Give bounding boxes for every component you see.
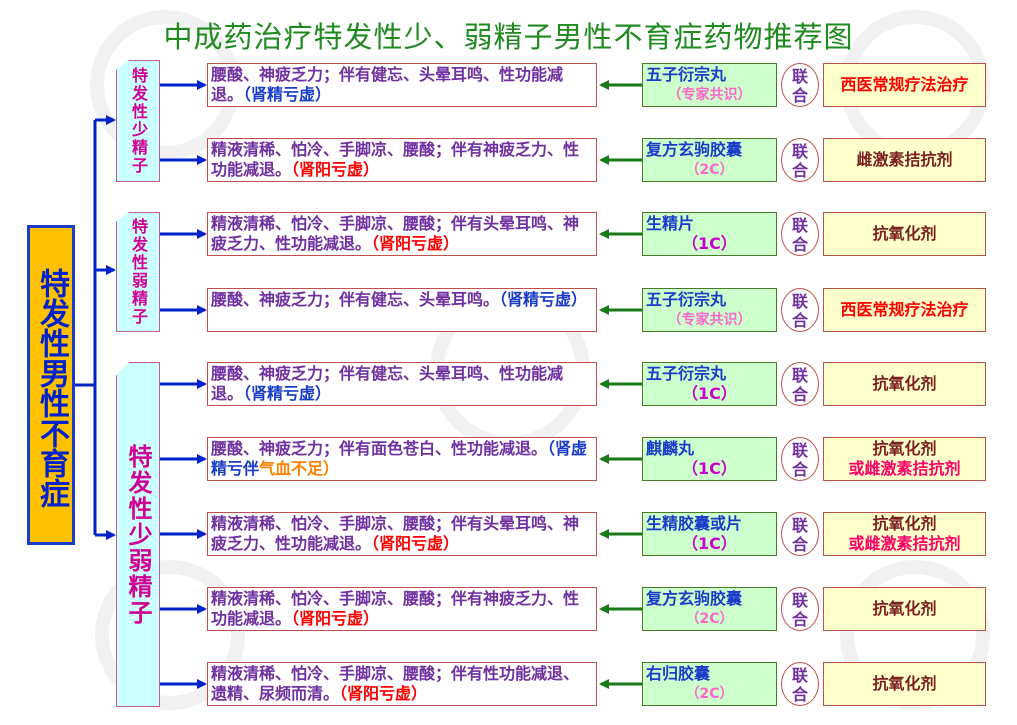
symptom-text: 腰酸、神疲乏力；伴有健忘、头晕耳鸣、性功能减退。 (211, 364, 564, 403)
drug-name: 生精片 (646, 214, 695, 233)
syndrome-tag-extra: 气血不足） (259, 459, 340, 478)
drug-name: 五子衍宗丸 (646, 290, 727, 309)
drug-name: 复方玄驹胶囊 (646, 589, 743, 608)
syndrome-tag: （肾阳亏虚） (371, 234, 460, 253)
page-title: 中成药治疗特发性少、弱精子男性不育症药物推荐图 (163, 20, 854, 54)
western-treatment-box: 抗氧化剂或雌激素拮抗剂 (823, 437, 986, 481)
syndrome-tag: （肾虚精亏伴 (211, 439, 588, 478)
combine-badge: 联合 (781, 138, 819, 182)
symptom-box: 精液清稀、怕冷、手脚凉、腰酸；伴有头晕耳鸣、神疲乏力、性功能减退。（肾阳亏虚） (207, 512, 597, 556)
evidence-level: （1C） (682, 234, 737, 253)
symptom-box: 精液清稀、怕冷、手脚凉、腰酸；伴有头晕耳鸣、神疲乏力、性功能减退。（肾阳亏虚） (207, 212, 597, 256)
western-treatment-box: 抗氧化剂 (823, 587, 986, 631)
western-treatment-text: 抗氧化剂 (872, 374, 937, 393)
western-treatment-box: 抗氧化剂 (823, 662, 986, 706)
syndrome-tag: （肾精亏虚） (243, 384, 332, 403)
drug-name: 麒麟丸 (646, 439, 695, 458)
symptom-box: 腰酸、神疲乏力；伴有健忘、头晕耳鸣。（肾精亏虚） (207, 288, 597, 332)
symptom-box: 腰酸、神疲乏力；伴有面色苍白、性功能减退。（肾虚精亏伴气血不足） (207, 437, 597, 481)
syndrome-tag: （肾阳亏虚） (291, 160, 380, 179)
evidence-level: （1C） (682, 534, 737, 553)
western-treatment-text: 抗氧化剂 (872, 439, 937, 458)
combine-badge: 联合 (781, 512, 819, 556)
drug-name: 右归胶囊 (646, 664, 711, 683)
western-treatment-text: 雌激素拮抗剂 (856, 150, 953, 169)
drug-box: 麒麟丸（1C） (642, 437, 777, 481)
drug-box: 五子衍宗丸（1C） (642, 362, 777, 406)
evidence-level: （2C） (685, 686, 734, 702)
symptom-box: 腰酸、神疲乏力；伴有健忘、头晕耳鸣、性功能减退。（肾精亏虚） (207, 63, 597, 107)
syndrome-tag: （肾阳亏虚） (291, 609, 380, 628)
evidence-level: （2C） (685, 611, 734, 627)
evidence-level: （专家共识） (667, 312, 752, 328)
western-treatment-box: 抗氧化剂 (823, 212, 986, 256)
drug-name: 五子衍宗丸 (646, 65, 727, 84)
syndrome-tag: （肾阳亏虚） (339, 684, 428, 703)
evidence-level: （2C） (685, 162, 734, 178)
symptom-box: 精液清稀、怕冷、手脚凉、腰酸；伴有神疲乏力、性功能减退。（肾阳亏虚） (207, 587, 597, 631)
combine-badge: 联合 (781, 587, 819, 631)
western-treatment-alt: 或雌激素拮抗剂 (848, 459, 961, 478)
symptom-text: 腰酸、神疲乏力；伴有面色苍白、性功能减退。 (211, 439, 548, 458)
symptom-text: 精液清稀、怕冷、手脚凉、腰酸；伴有头晕耳鸣、神疲乏力、性功能减退。 (211, 214, 580, 253)
syndrome-tag: （肾精亏虚） (243, 85, 332, 104)
symptom-text: 精液清稀、怕冷、手脚凉、腰酸；伴有性功能减退、遗精、尿频而清。 (211, 664, 580, 703)
combine-badge: 联合 (781, 212, 819, 256)
western-treatment-text: 西医常规疗法治疗 (840, 75, 969, 94)
drug-box: 右归胶囊 （2C） (642, 662, 777, 706)
western-treatment-text: 抗氧化剂 (872, 674, 937, 693)
evidence-level: （专家共识） (667, 87, 752, 103)
drug-name: 五子衍宗丸 (646, 364, 727, 383)
western-treatment-box: 抗氧化剂 (823, 362, 986, 406)
combine-badge: 联合 (781, 63, 819, 107)
syndrome-tag: （肾精亏虚） (499, 290, 588, 309)
evidence-level: （1C） (682, 384, 737, 403)
category-oligospermia: 特发性少精子 (116, 60, 160, 182)
drug-box: 复方玄驹胶囊 （2C） (642, 587, 777, 631)
symptom-text: 精液清稀、怕冷、手脚凉、腰酸；伴有神疲乏力、性功能减退。 (211, 589, 580, 628)
western-treatment-box: 雌激素拮抗剂 (823, 138, 986, 182)
syndrome-tag: （肾阳亏虚） (371, 534, 460, 553)
drug-box: 五子衍宗丸 （专家共识） (642, 63, 777, 107)
combine-badge: 联合 (781, 288, 819, 332)
symptom-box: 精液清稀、怕冷、手脚凉、腰酸；伴有性功能减退、遗精、尿频而清。（肾阳亏虚） (207, 662, 597, 706)
drug-box: 复方玄驹胶囊 （2C） (642, 138, 777, 182)
western-treatment-box: 抗氧化剂或雌激素拮抗剂 (823, 512, 986, 556)
western-treatment-box: 西医常规疗法治疗 (823, 63, 986, 107)
root-node: 特发性男性不育症 (27, 225, 75, 545)
western-treatment-text: 抗氧化剂 (872, 514, 937, 533)
category-asthenospermia: 特发性弱精子 (116, 212, 160, 332)
symptom-text: 腰酸、神疲乏力；伴有健忘、头晕耳鸣。 (211, 290, 500, 309)
western-treatment-text: 抗氧化剂 (872, 224, 937, 243)
western-treatment-text: 西医常规疗法治疗 (840, 300, 969, 319)
drug-name: 复方玄驹胶囊 (646, 140, 743, 159)
symptom-box: 精液清稀、怕冷、手脚凉、腰酸；伴有神疲乏力、性功能减退。（肾阳亏虚） (207, 138, 597, 182)
combine-badge: 联合 (781, 437, 819, 481)
drug-box: 五子衍宗丸 （专家共识） (642, 288, 777, 332)
western-treatment-alt: 或雌激素拮抗剂 (848, 534, 961, 553)
drug-name: 生精胶囊或片 (646, 514, 743, 533)
combine-badge: 联合 (781, 662, 819, 706)
western-treatment-text: 抗氧化剂 (872, 599, 937, 618)
symptom-text: 腰酸、神疲乏力；伴有健忘、头晕耳鸣、性功能减退。 (211, 65, 564, 104)
drug-box: 生精片（1C） (642, 212, 777, 256)
evidence-level: （1C） (682, 459, 737, 478)
symptom-text: 精液清稀、怕冷、手脚凉、腰酸；伴有神疲乏力、性功能减退。 (211, 140, 580, 179)
category-oligoasthenospermia: 特发性少弱精子 (116, 362, 160, 707)
drug-box: 生精胶囊或片（1C） (642, 512, 777, 556)
symptom-text: 精液清稀、怕冷、手脚凉、腰酸；伴有头晕耳鸣、神疲乏力、性功能减退。 (211, 514, 580, 553)
combine-badge: 联合 (781, 362, 819, 406)
symptom-box: 腰酸、神疲乏力；伴有健忘、头晕耳鸣、性功能减退。（肾精亏虚） (207, 362, 597, 406)
western-treatment-box: 西医常规疗法治疗 (823, 288, 986, 332)
